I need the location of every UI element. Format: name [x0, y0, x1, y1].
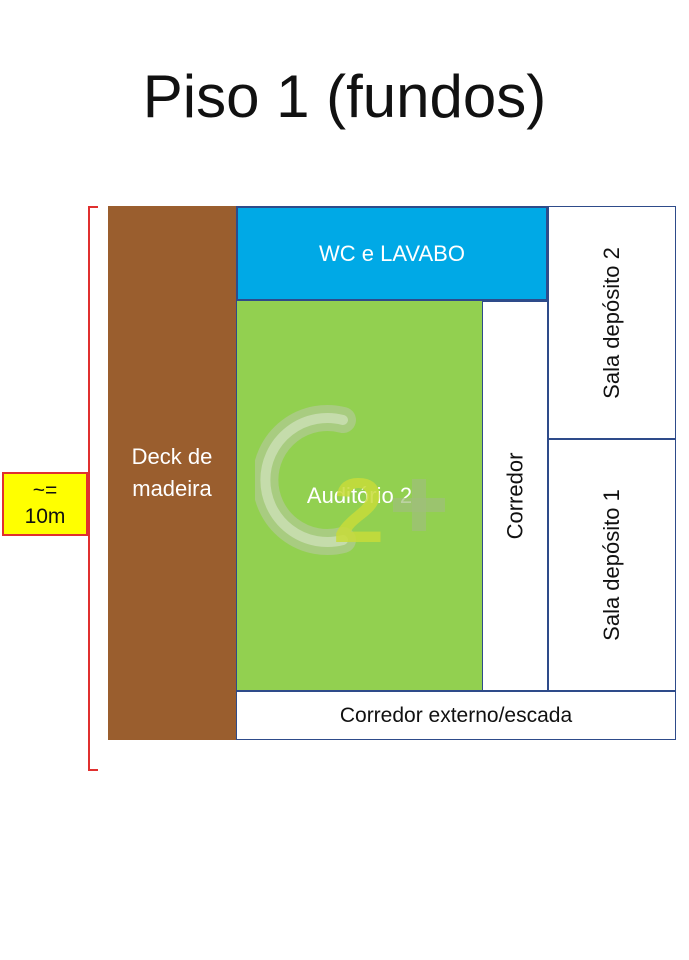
page-title: Piso 1 (fundos) [142, 63, 547, 130]
dimension-label: ~= 10m [2, 472, 88, 536]
room-deck-label: Deck de madeira [131, 444, 213, 501]
room-wc: WC e LAVABO [236, 206, 548, 301]
dimension-brace [88, 206, 98, 771]
room-externo-label: Corredor externo/escada [339, 703, 573, 727]
room-sala-deposito-1: Sala depósito 1 [548, 439, 676, 691]
dimension-value: 10m [24, 505, 66, 528]
room-sala1-label: Sala depósito 1 [599, 489, 625, 641]
room-corredor: Corredor [482, 301, 548, 691]
room-deck: Deck de madeira [108, 206, 236, 740]
room-sala-deposito-2: Sala depósito 2 [548, 206, 676, 439]
room-auditorio-label: Auditório 2 [306, 482, 413, 508]
room-sala2-label: Sala depósito 2 [599, 246, 625, 399]
room-corredor-label: Corredor [502, 452, 527, 540]
room-auditorio: Auditório 2 [236, 301, 482, 691]
room-corredor-externo: Corredor externo/escada [236, 691, 676, 740]
dimension-approx: ~= [32, 479, 58, 502]
room-wc-label: WC e LAVABO [319, 240, 465, 266]
